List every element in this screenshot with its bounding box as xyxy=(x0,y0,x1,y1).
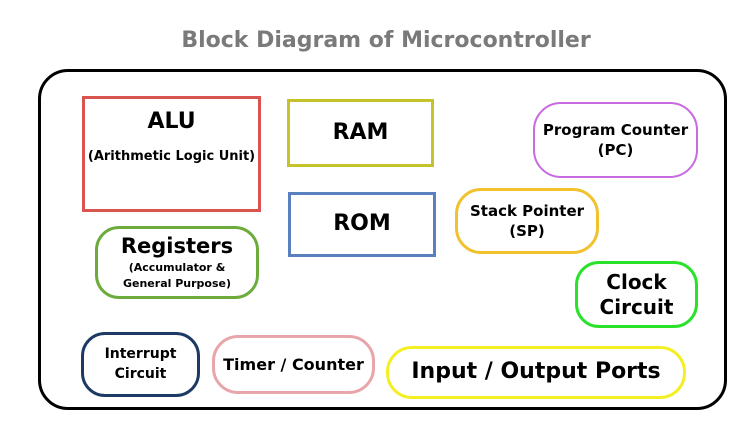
stack-pointer-block: Stack Pointer (SP) xyxy=(455,188,599,254)
interrupt-label-2: Circuit xyxy=(114,365,167,382)
ram-label: RAM xyxy=(332,119,389,145)
diagram-title: Block Diagram of Microcontroller xyxy=(181,28,591,53)
timer-counter-block: Timer / Counter xyxy=(212,335,375,394)
program-counter-block: Program Counter (PC) xyxy=(533,102,698,178)
rom-block: ROM xyxy=(288,192,436,257)
interrupt-circuit-block: Interrupt Circuit xyxy=(81,332,200,397)
clock-circuit-block: Clock Circuit xyxy=(575,261,698,328)
alu-label: ALU xyxy=(147,109,196,134)
clock-label-1: Clock xyxy=(606,269,667,294)
alu-block: ALU (Arithmetic Logic Unit) xyxy=(82,96,261,212)
interrupt-label-1: Interrupt xyxy=(104,345,177,362)
io-ports-block: Input / Output Ports xyxy=(386,346,686,399)
registers-block: Registers (Accumulator & General Purpose… xyxy=(95,226,259,299)
ram-block: RAM xyxy=(287,99,434,167)
io-ports-label: Input / Output Ports xyxy=(411,359,661,385)
microcontroller-boundary xyxy=(38,69,727,410)
stack-pointer-label: Stack Pointer xyxy=(469,201,585,220)
rom-label: ROM xyxy=(333,211,391,237)
registers-sublabel-2: General Purpose) xyxy=(122,277,231,291)
registers-sublabel-1: (Accumulator & xyxy=(128,261,226,275)
stack-pointer-abbrev: (SP) xyxy=(509,222,545,240)
registers-label: Registers xyxy=(120,234,234,259)
alu-sublabel: (Arithmetic Logic Unit) xyxy=(87,149,256,165)
program-counter-label: Program Counter xyxy=(542,120,689,139)
clock-label-2: Circuit xyxy=(599,294,674,319)
timer-counter-label: Timer / Counter xyxy=(223,354,364,374)
program-counter-abbrev: (PC) xyxy=(597,141,634,159)
